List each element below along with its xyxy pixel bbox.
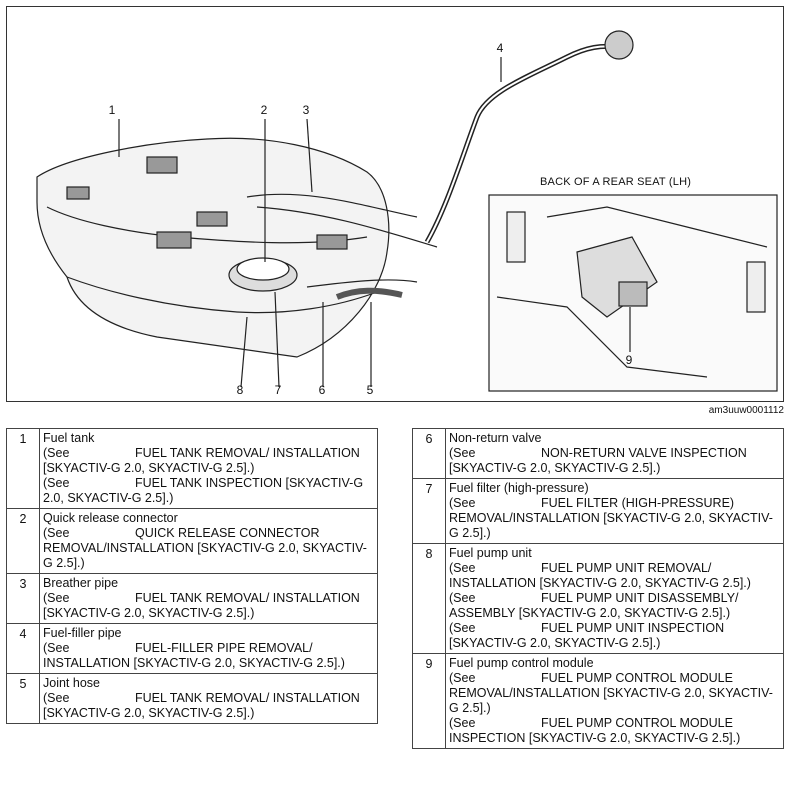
part-name: Breather pipe — [43, 576, 119, 590]
see-label: (See — [449, 671, 476, 685]
callout-3: 3 — [302, 103, 310, 117]
part-number: 3 — [6, 573, 40, 624]
callout-8: 8 — [236, 383, 244, 397]
part-name: Fuel-filler pipe — [43, 626, 122, 640]
reference-text: NON-RETURN VALVE INSPECTION [SKYACTIV-G … — [449, 446, 747, 475]
callout-1: 1 — [108, 103, 116, 117]
see-label: (See — [43, 446, 70, 460]
callout-5: 5 — [366, 383, 374, 397]
see-label: (See — [449, 716, 476, 730]
reference-text: FUEL FILTER (HIGH-PRESSURE) REMOVAL/INST… — [449, 496, 773, 540]
inset-title: BACK OF A REAR SEAT (LH) — [540, 176, 692, 188]
part-number: 1 — [6, 428, 40, 509]
callout-2: 2 — [260, 103, 268, 117]
part-number: 2 — [6, 508, 40, 574]
reference-text: FUEL-FILLER PIPE REMOVAL/ INSTALLATION [… — [43, 641, 345, 670]
part-name: Non-return valve — [449, 431, 542, 445]
part-number: 4 — [6, 623, 40, 674]
reference-text: FUEL PUMP UNIT INSPECTION [SKYACTIV-G 2.… — [449, 621, 725, 650]
see-label: (See — [449, 591, 476, 605]
see-label: (See — [449, 496, 476, 510]
see-label: (See — [43, 691, 70, 705]
reference-text: QUICK RELEASE CONNECTOR REMOVAL/INSTALLA… — [43, 526, 367, 570]
diagram-drawing — [36, 30, 778, 392]
reference-text: FUEL TANK REMOVAL/ INSTALLATION [SKYACTI… — [43, 591, 360, 620]
reference-text: FUEL PUMP CONTROL MODULE REMOVAL/INSTALL… — [449, 671, 773, 715]
part-name: Fuel pump unit — [449, 546, 532, 560]
part-number: 6 — [412, 428, 446, 479]
part-number: 8 — [412, 543, 446, 654]
see-label: (See — [43, 526, 70, 540]
reference-text: FUEL PUMP UNIT REMOVAL/ INSTALLATION [SK… — [449, 561, 751, 590]
see-label: (See — [449, 561, 476, 575]
callout-4: 4 — [496, 41, 504, 55]
see-label: (See — [449, 446, 476, 460]
reference-text: FUEL TANK REMOVAL/ INSTALLATION [SKYACTI… — [43, 446, 360, 475]
exploded-diagram: 1 2 3 4 5 6 7 8 9 — [6, 6, 784, 402]
figure-id: am3uuw0001112 — [708, 405, 784, 416]
callout-6: 6 — [318, 383, 326, 397]
see-label: (See — [43, 476, 70, 490]
see-label: (See — [43, 641, 70, 655]
see-label: (See — [449, 621, 476, 635]
reference-text: FUEL PUMP CONTROL MODULE INSPECTION [SKY… — [449, 716, 741, 745]
reference-text: FUEL PUMP UNIT DISASSEMBLY/ ASSEMBLY [SK… — [449, 591, 739, 620]
part-name: Fuel tank — [43, 431, 95, 445]
reference-text: FUEL TANK REMOVAL/ INSTALLATION [SKYACTI… — [43, 691, 360, 720]
part-number: 9 — [412, 653, 446, 749]
part-name: Fuel filter (high-pressure) — [449, 481, 589, 495]
part-name: Quick release connector — [43, 511, 178, 525]
callout-7: 7 — [274, 383, 282, 397]
part-name: Fuel pump control module — [449, 656, 594, 670]
part-number: 5 — [6, 673, 40, 724]
part-number: 7 — [412, 478, 446, 544]
see-label: (See — [43, 591, 70, 605]
callout-9: 9 — [625, 353, 633, 367]
reference-text: FUEL TANK INSPECTION [SKYACTIV-G 2.0, SK… — [43, 476, 364, 505]
part-name: Joint hose — [43, 676, 100, 690]
